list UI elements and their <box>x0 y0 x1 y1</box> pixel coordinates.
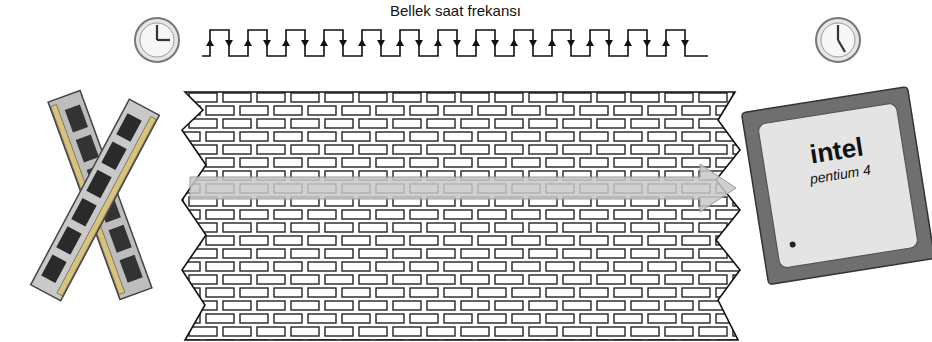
edge-arrows <box>206 39 689 47</box>
chip-lid <box>757 103 918 269</box>
clock-icon <box>135 18 179 62</box>
clock-icon <box>816 18 860 62</box>
chip-outline <box>739 83 932 287</box>
chip-substrate <box>741 87 932 285</box>
memory-bus-band <box>182 92 740 340</box>
data-flow-arrow <box>190 164 736 212</box>
clock-waveform <box>202 30 708 56</box>
memory-module <box>31 99 160 300</box>
pin-marker <box>789 241 796 248</box>
signal-label: Bellek saat frekansı <box>387 2 524 19</box>
processor-chip: intelpentium 4 <box>739 83 932 287</box>
